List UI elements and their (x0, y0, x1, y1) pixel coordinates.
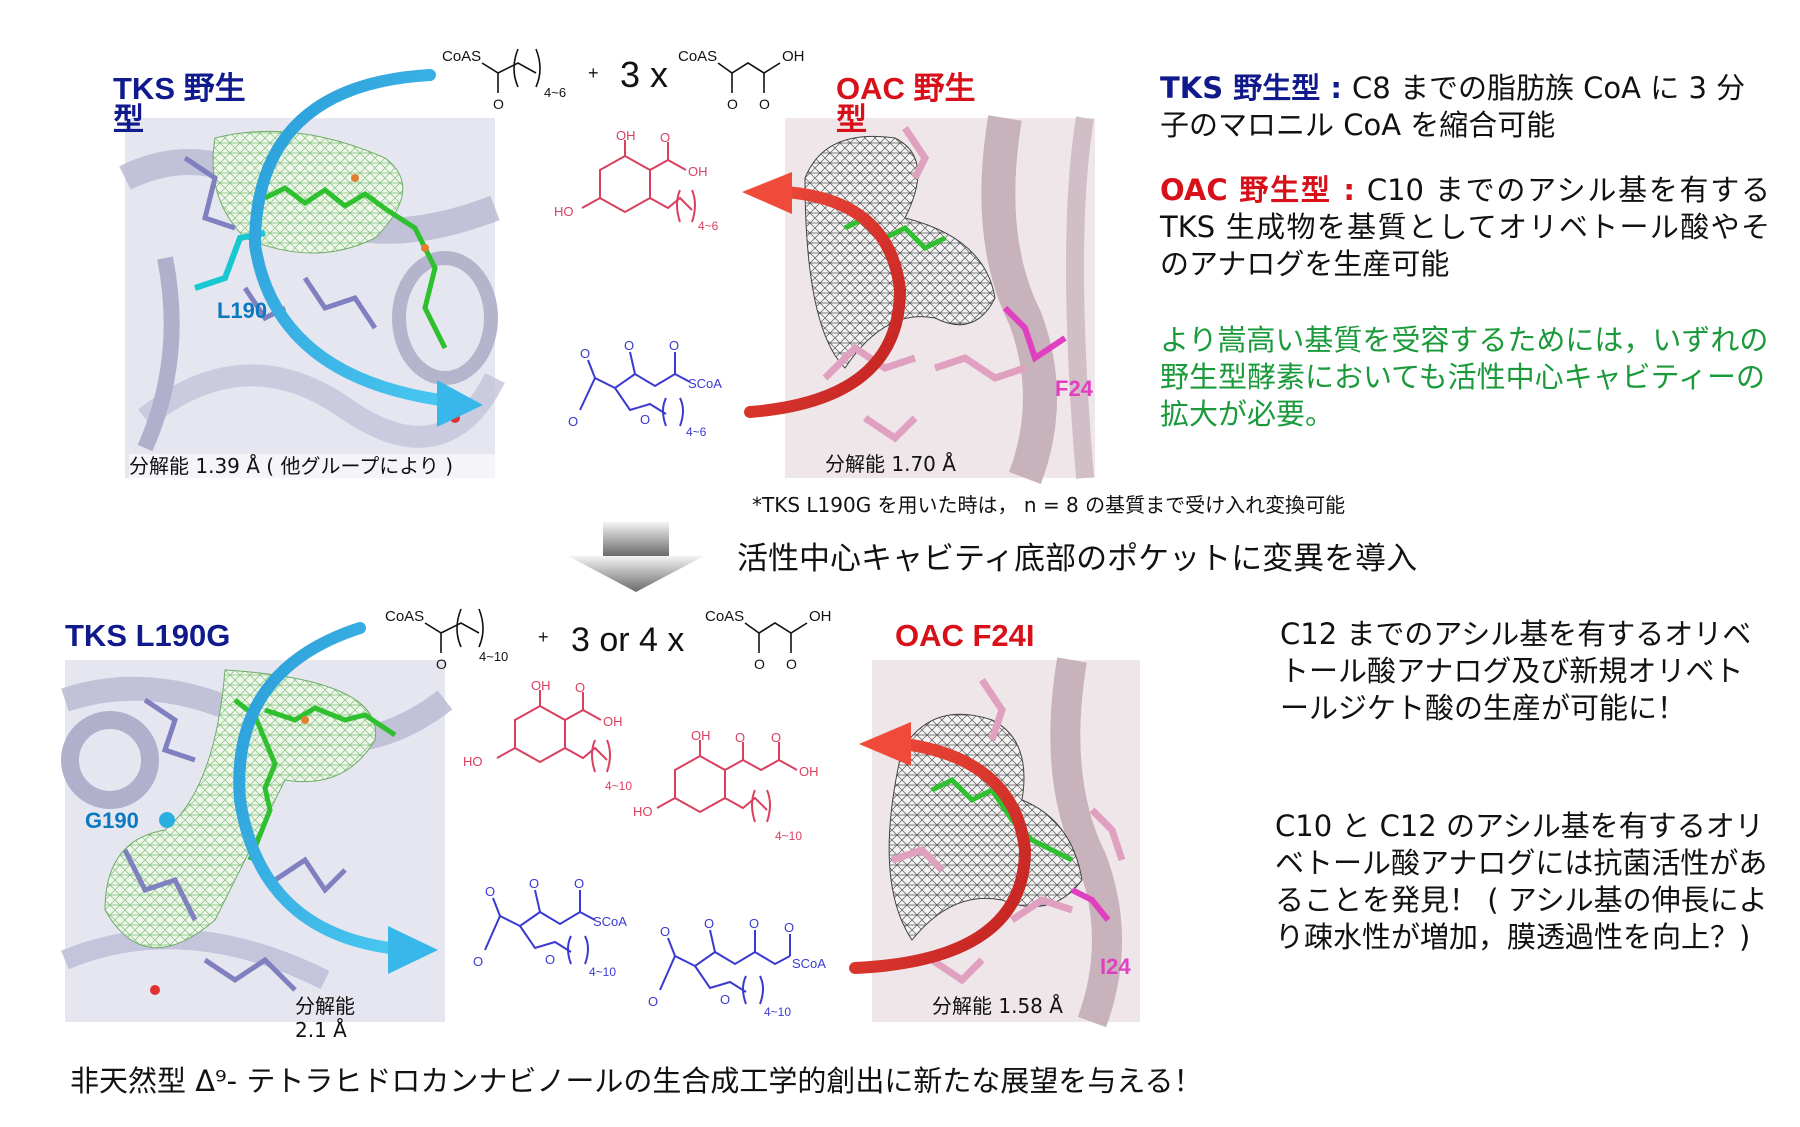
svg-text:O: O (436, 656, 447, 672)
svg-text:OH: OH (799, 764, 819, 779)
svg-text:O: O (660, 924, 670, 939)
oac-mutant-resolution: 分解能 1.58 Å (932, 994, 1063, 1018)
tks-mutant-residue-label: G190 (85, 808, 139, 833)
svg-text:O: O (648, 994, 658, 1009)
top-oa-oh: OH (616, 128, 636, 143)
mutation-caption: 活性中心キャビティ底部のポケットに変異を導入 (737, 541, 1418, 577)
svg-text:SCoA: SCoA (792, 956, 826, 971)
bottom-reactant1-sub: 4~10 (479, 649, 508, 664)
svg-text:O: O (735, 730, 745, 745)
right-top-tks-title: TKS 野生型 (1160, 71, 1321, 105)
tks-mutant-reaction-arrow (233, 622, 438, 974)
oac-mutant-residue-label: I24 (1100, 954, 1131, 979)
tks-wt-structure-image (119, 118, 505, 478)
oac-wt-reaction-arrow (742, 172, 907, 418)
svg-text:O: O (669, 338, 679, 353)
svg-text:O: O (754, 656, 765, 672)
tks-wt-structure-panel: L190 分解能 1.39 Å ( 他グループにより ) (119, 118, 505, 478)
top-oa-ho: HO (554, 204, 574, 219)
right-top-tks-colon: : (1320, 71, 1353, 105)
tks-wt-resolution: 分解能 1.39 Å ( 他グループにより ) (129, 454, 495, 478)
oac-wt-structure-panel: F24 分解能 1.70 Å (785, 115, 1095, 484)
bottom-reactant1-label: CoAS (385, 608, 424, 625)
tks-wt-residue-label: L190 (217, 298, 268, 323)
bottom-oa-ho: HO (463, 754, 483, 769)
svg-text:O: O (545, 952, 555, 967)
top-product-olivetolic-acid: OH O OH HO 4~6 (554, 128, 719, 233)
tks-wt-reaction-arrow (248, 69, 483, 427)
mutation-down-arrow (568, 522, 704, 592)
top-oa-sub: 4~6 (698, 219, 719, 233)
svg-text:O: O (473, 954, 483, 969)
top-reactant1-sub: 4~6 (544, 85, 566, 100)
svg-text:O: O (640, 412, 650, 427)
bottom-product-pentaketide: O O O O SCoA O O 4~10 (648, 916, 826, 1019)
svg-text:O: O (759, 96, 770, 112)
tks-mutant-label: TKS L190G (65, 618, 231, 653)
svg-text:O: O (574, 876, 584, 891)
svg-text:O: O (784, 920, 794, 935)
svg-text:O: O (568, 414, 578, 429)
top-tk-scoa: SCoA (688, 376, 722, 391)
right-top-tks-text: TKS 野生型 : C8 までの脂肪族 CoA に 3 分子のマロニル CoA … (1160, 70, 1760, 144)
bottom-product-tetraketide: O O O SCoA O O 4~10 (473, 876, 627, 979)
tks-wt-label: TKS 野生型 (113, 71, 246, 137)
top-reactant2-label: CoAS (678, 48, 717, 65)
bottom-reaction-scheme: CoAS O 4~10 + 3 or 4 x CoAS O O OH (385, 608, 832, 672)
svg-text:O: O (624, 338, 634, 353)
svg-text:O: O (485, 884, 495, 899)
right-top-green-note: より嵩高い基質を受容するためには，いずれの野生型酵素においても活性中心キャビティ… (1160, 323, 1769, 432)
svg-text:4~10: 4~10 (589, 965, 616, 979)
oac-mutant-reaction-arrow (849, 722, 1032, 974)
bottom-product-diketo-acid: OH O O OH HO 4~10 (633, 728, 819, 843)
tks-mutant-resolution: 分解能 2.1 Å (295, 994, 355, 1042)
right-bottom-para1: C12 までのアシル基を有するオリベトール酸アナログ及び新規オリベトールジケト酸… (1280, 617, 1752, 726)
right-top-oac-text: OAC 野生型 : C10 までのアシル基を有する TKS 生成物を基質としてオ… (1160, 172, 1770, 283)
top-reactant1-label: CoAS (442, 48, 481, 65)
svg-text:O: O (720, 992, 730, 1007)
top-reactant2-oh: OH (782, 48, 805, 65)
top-product-tetraketide: O O O SCoA O O 4~6 (568, 338, 722, 439)
conclusion-text: 非天然型 Δ⁹- テトラヒドロカンナビノールの生合成工学的創出に新たな展望を与え… (70, 1064, 1203, 1098)
svg-text:O: O (771, 730, 781, 745)
svg-text:O: O (786, 656, 797, 672)
oac-wt-structure-image (785, 115, 1095, 484)
svg-text:O: O (749, 916, 759, 931)
oac-wt-resolution: 分解能 1.70 Å (825, 452, 956, 476)
right-bottom-para2: C10 と C12 のアシル基を有するオリベトール酸アナログには抗菌活性があるこ… (1275, 809, 1768, 955)
bottom-oa-oh: OH (531, 678, 551, 693)
svg-text:OH: OH (691, 728, 711, 743)
svg-text:O: O (660, 130, 670, 145)
bottom-coeff: 3 or 4 x (571, 621, 684, 659)
right-top-oac-title: OAC 野生型 (1160, 173, 1332, 207)
oac-wt-residue-label: F24 (1055, 376, 1093, 401)
svg-text:4~10: 4~10 (764, 1005, 791, 1019)
oac-mutant-label: OAC F24I (895, 618, 1035, 653)
top-plus: + (588, 63, 599, 83)
oac-wt-label: OAC 野生型 (836, 71, 976, 137)
svg-text:OH: OH (603, 714, 623, 729)
svg-text:O: O (529, 876, 539, 891)
bottom-oa-sub: 4~10 (605, 779, 632, 793)
bottom-tk-scoa: SCoA (593, 914, 627, 929)
svg-text:O: O (580, 346, 590, 361)
right-top-tks-body: C8 までの脂肪族 CoA に 3 分子のマロニル CoA を縮合可能 (1160, 71, 1746, 143)
bottom-reactant2-oh: OH (809, 608, 832, 625)
top-tk-sub: 4~6 (686, 425, 707, 439)
svg-text:HO: HO (633, 804, 653, 819)
top-footnote: *TKS L190G を用いた時は， n = 8 の基質まで受け入れ変換可能 (752, 493, 1346, 517)
svg-text:O: O (575, 680, 585, 695)
bottom-reactant2-label: CoAS (705, 608, 744, 625)
top-oa-oh2: OH (688, 164, 708, 179)
svg-text:O: O (493, 96, 504, 112)
top-reaction-scheme: CoAS O 4~6 + 3 x CoAS O O OH (442, 48, 805, 112)
bottom-plus: + (538, 627, 549, 647)
svg-text:O: O (704, 916, 714, 931)
bottom-product-olivetolic-acid: OH O OH HO 4~10 (463, 678, 632, 793)
right-top-oac-body: C10 までのアシル基を有する TKS 生成物を基質としてオリベトール酸やそのア… (1160, 173, 1770, 282)
svg-text:4~10: 4~10 (775, 829, 802, 843)
top-coeff: 3 x (620, 54, 668, 95)
right-top-oac-colon: : (1331, 173, 1367, 207)
svg-text:O: O (727, 96, 738, 112)
